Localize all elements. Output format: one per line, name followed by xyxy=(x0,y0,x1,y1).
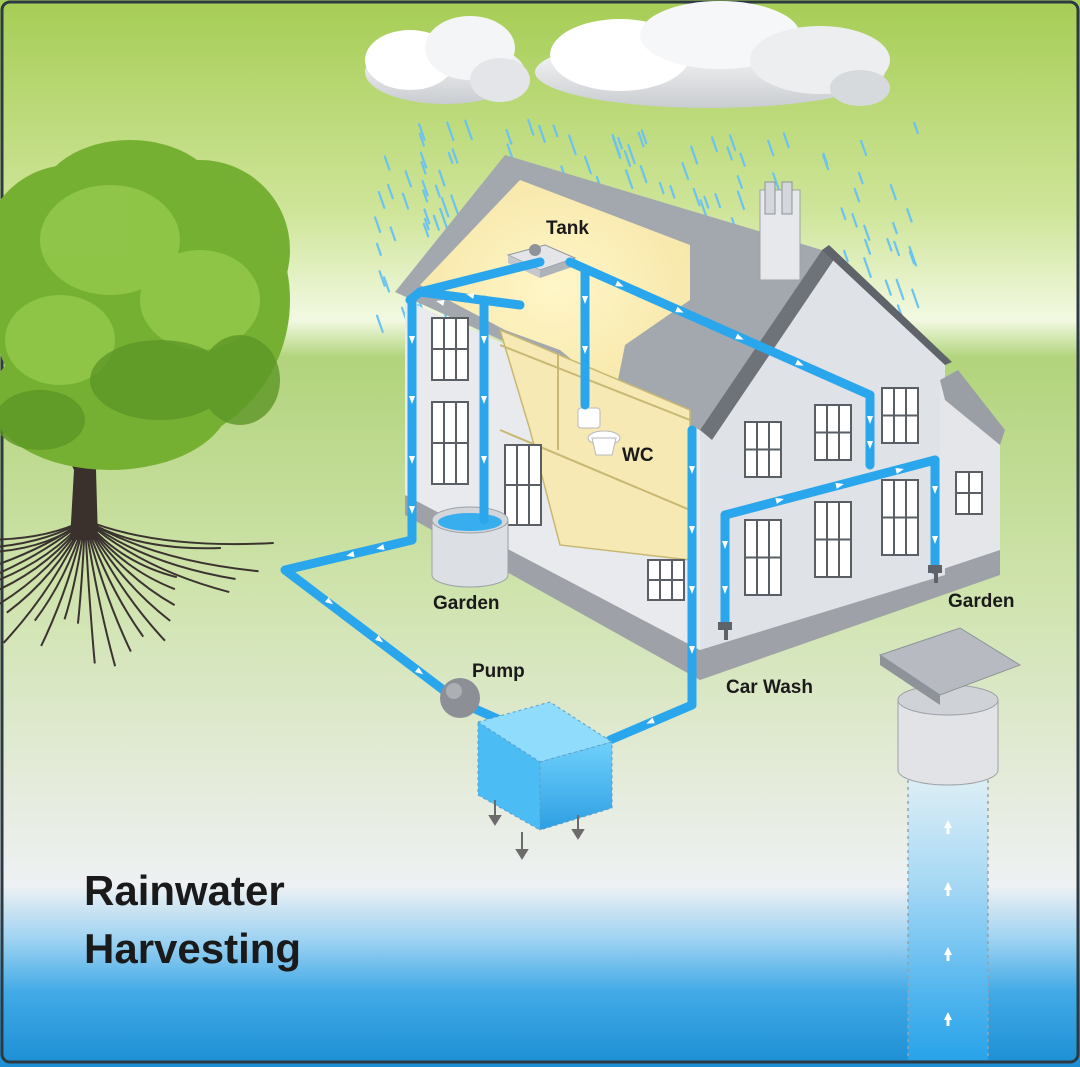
pump-label: Pump xyxy=(472,661,525,682)
tap-icon xyxy=(928,565,942,583)
garden-left-label: Garden xyxy=(433,593,500,614)
tree-icon xyxy=(0,140,290,667)
garden-right-label: Garden xyxy=(948,591,1015,612)
window xyxy=(647,559,685,601)
window xyxy=(881,479,919,556)
chimney xyxy=(759,181,801,281)
window xyxy=(744,421,782,478)
window xyxy=(814,501,852,578)
cloud-icon xyxy=(535,1,890,108)
window xyxy=(744,519,782,596)
house xyxy=(395,155,1005,680)
window xyxy=(955,471,983,515)
toilet-icon xyxy=(577,407,621,456)
window xyxy=(504,444,542,526)
wc-label: WC xyxy=(622,445,654,466)
water-barrel-icon xyxy=(431,506,509,588)
window xyxy=(814,404,852,461)
flow-arrows xyxy=(325,280,938,724)
title-line-2: Harvesting xyxy=(84,925,301,972)
car-wash-label: Car Wash xyxy=(726,677,813,698)
tank-label: Tank xyxy=(546,218,589,239)
well-icon xyxy=(878,627,1022,1060)
window xyxy=(881,387,919,444)
title-line-1: Rainwater xyxy=(84,867,285,914)
window xyxy=(431,401,469,485)
pump-icon xyxy=(440,678,480,718)
window xyxy=(431,317,469,381)
storage-tank-icon xyxy=(476,701,614,860)
cloud-icon xyxy=(365,16,530,104)
tap-icon xyxy=(718,622,732,640)
